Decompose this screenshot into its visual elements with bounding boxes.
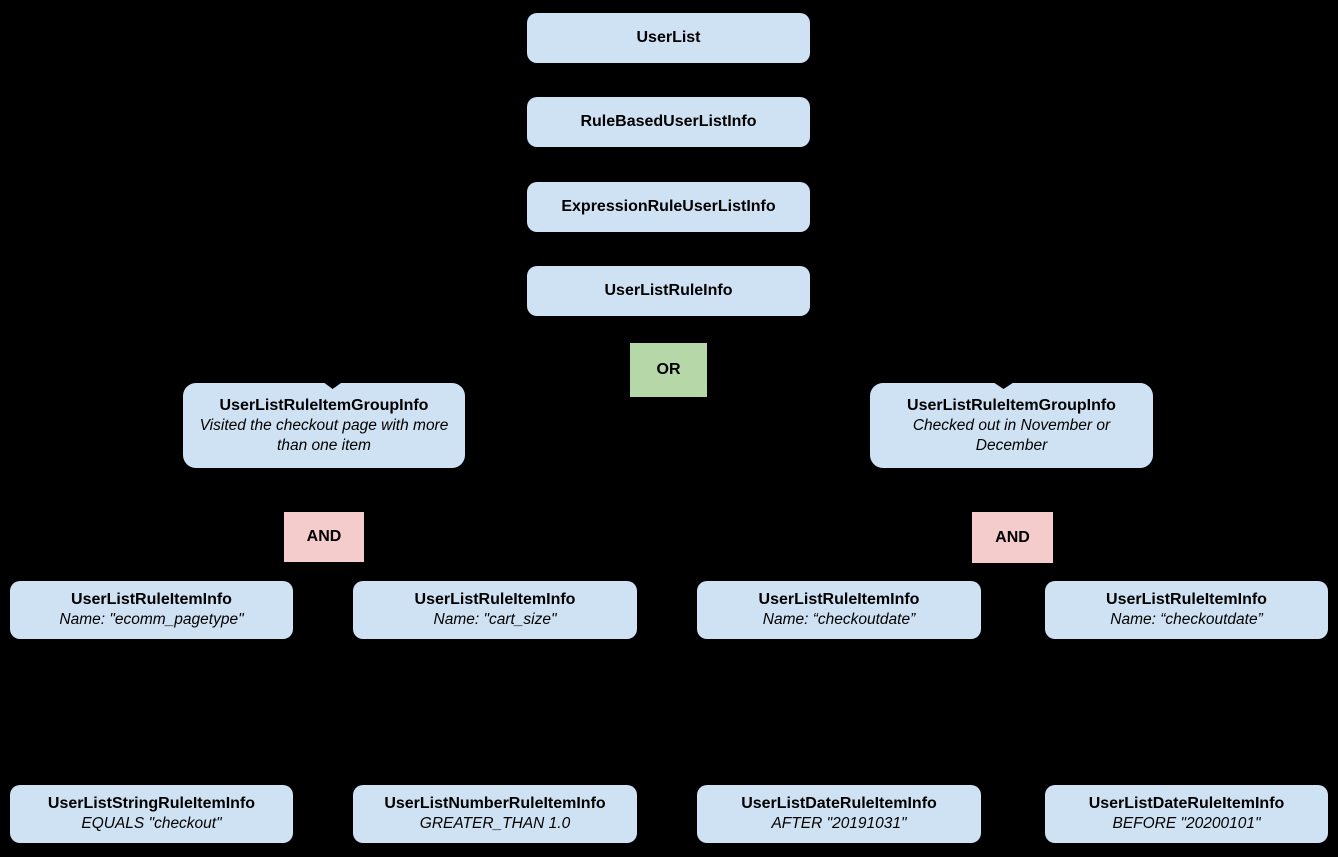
node-stringruleitem: UserListStringRuleItemInfo EQUALS "check… bbox=[10, 785, 293, 843]
or-label: OR bbox=[656, 361, 681, 378]
node-dateruleitem-after: UserListDateRuleItemInfo AFTER "20191031… bbox=[697, 785, 981, 843]
node-subtitle: Name: “checkoutdate” bbox=[1110, 611, 1263, 628]
node-ruleitem-checkoutdate-right: UserListRuleItemInfo Name: “checkoutdate… bbox=[1045, 581, 1328, 639]
node-group-left: UserListRuleItemGroupInfo Visited the ch… bbox=[183, 383, 465, 468]
node-label: RuleBasedUserListInfo bbox=[580, 113, 757, 130]
or-operator-node: OR bbox=[630, 343, 707, 397]
and-operator-right: AND bbox=[972, 512, 1053, 563]
node-subtitle: Visited the checkout page with more than… bbox=[199, 416, 449, 454]
node-subtitle: EQUALS "checkout" bbox=[81, 815, 222, 832]
node-ruleitem-cart-size: UserListRuleItemInfo Name: "cart_size" bbox=[353, 581, 637, 639]
node-subtitle: BEFORE "20200101" bbox=[1112, 815, 1261, 832]
node-title: UserListRuleItemInfo bbox=[414, 591, 576, 608]
node-userlistruleinfo: UserListRuleInfo bbox=[527, 266, 810, 316]
node-label: UserListRuleInfo bbox=[604, 282, 733, 299]
arrowhead-icon bbox=[320, 378, 348, 389]
node-subtitle: Name: "ecomm_pagetype" bbox=[59, 611, 244, 628]
node-title: UserListRuleItemInfo bbox=[71, 591, 232, 608]
node-title: UserListRuleItemInfo bbox=[758, 591, 920, 608]
arrowhead-icon bbox=[987, 378, 1017, 389]
node-expressionruleuserlistinfo: ExpressionRuleUserListInfo bbox=[527, 182, 810, 232]
node-subtitle: GREATER_THAN 1.0 bbox=[419, 815, 571, 832]
node-rulebaseduserlistinfo: RuleBasedUserListInfo bbox=[527, 97, 810, 147]
node-title: UserListDateRuleItemInfo bbox=[741, 795, 937, 812]
node-title: UserListRuleItemGroupInfo bbox=[219, 396, 429, 414]
node-dateruleitem-before: UserListDateRuleItemInfo BEFORE "2020010… bbox=[1045, 785, 1328, 843]
node-label: ExpressionRuleUserListInfo bbox=[561, 198, 776, 215]
and-label: AND bbox=[995, 528, 1030, 546]
node-title: UserListStringRuleItemInfo bbox=[47, 795, 256, 812]
node-ruleitem-ecomm-pagetype: UserListRuleItemInfo Name: "ecomm_pagety… bbox=[10, 581, 293, 639]
node-ruleitem-checkoutdate-left: UserListRuleItemInfo Name: “checkoutdate… bbox=[697, 581, 981, 639]
node-subtitle: Name: "cart_size" bbox=[433, 611, 557, 628]
node-title: UserListRuleItemGroupInfo bbox=[907, 396, 1116, 414]
node-title: UserListDateRuleItemInfo bbox=[1088, 795, 1285, 812]
and-label: AND bbox=[306, 528, 342, 545]
node-numberruleitem: UserListNumberRuleItemInfo GREATER_THAN … bbox=[353, 785, 637, 843]
node-label: UserList bbox=[636, 29, 701, 46]
node-group-right: UserListRuleItemGroupInfo Checked out in… bbox=[870, 383, 1153, 468]
node-title: UserListRuleItemInfo bbox=[1106, 591, 1267, 608]
node-subtitle: AFTER "20191031" bbox=[771, 815, 907, 832]
node-subtitle: Checked out in November or December bbox=[912, 416, 1111, 454]
node-title: UserListNumberRuleItemInfo bbox=[384, 795, 606, 812]
node-userlist: UserList bbox=[527, 13, 810, 63]
node-subtitle: Name: “checkoutdate” bbox=[762, 611, 916, 628]
and-operator-left: AND bbox=[284, 512, 364, 562]
